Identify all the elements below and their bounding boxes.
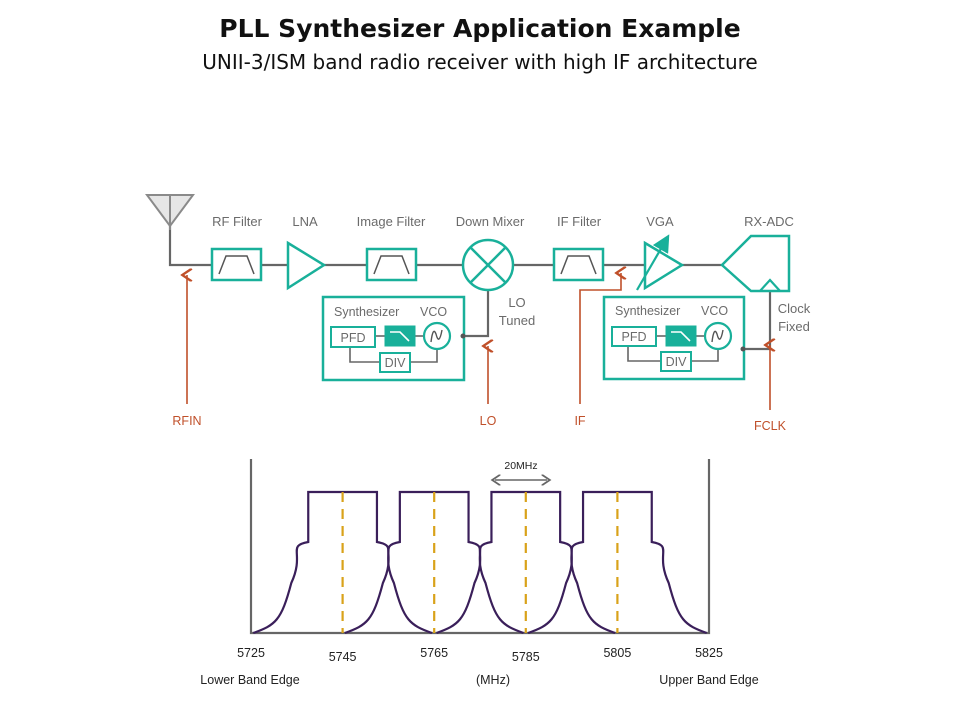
down-mixer-label: Down Mixer <box>456 214 525 229</box>
page-title: PLL Synthesizer Application Example <box>219 14 741 43</box>
lower-band-edge-label: Lower Band Edge <box>200 673 299 687</box>
channel-width-label: 20MHz <box>504 460 537 472</box>
synthesizer-clock: Synthesizer VCO PFD DIV <box>602 295 746 381</box>
x-tick-label: 5805 <box>603 646 631 660</box>
adc-icon <box>720 234 791 293</box>
x-tick-label: 5825 <box>695 646 723 660</box>
variable-gain-amplifier-icon <box>643 240 685 291</box>
upper-band-edge-label: Upper Band Edge <box>659 673 758 687</box>
synthesizer-label: Synthesizer <box>334 305 399 319</box>
amplifier-icon <box>286 240 327 291</box>
signal-pointers <box>187 273 770 410</box>
clock-input-icon <box>759 278 781 292</box>
div-label: DIV <box>666 355 688 369</box>
vco-label: VCO <box>701 304 728 318</box>
chart-axes <box>249 459 711 635</box>
div-label: DIV <box>385 356 407 370</box>
lowpass-filter-icon <box>390 331 410 342</box>
lo-tuned-label-line2: Tuned <box>499 313 535 328</box>
rf-filter-block <box>210 247 263 282</box>
bandpass-filter-icon <box>373 255 410 275</box>
pfd-label: PFD <box>622 330 647 344</box>
lo-tuned-label-line1: LO <box>508 295 525 310</box>
vga-label: VGA <box>646 214 674 229</box>
mixer-icon <box>469 246 507 284</box>
loop-filter-block <box>665 325 697 347</box>
if-filter-block <box>552 247 605 282</box>
synthesizer-label: Synthesizer <box>615 304 680 318</box>
if-label: IF <box>574 414 585 428</box>
x-axis-label: (MHz) <box>476 673 510 687</box>
bandpass-filter-icon <box>560 255 597 275</box>
vga-block <box>636 234 685 291</box>
lna-label: LNA <box>292 214 318 229</box>
fclk-label: FCLK <box>754 419 787 433</box>
rx-adc-label: RX-ADC <box>744 214 794 229</box>
bandpass-filter-icon <box>218 255 255 275</box>
x-tick-label: 5765 <box>420 646 448 660</box>
rf-filter-label: RF Filter <box>212 214 263 229</box>
x-tick-label: 5745 <box>329 650 357 664</box>
lna-block <box>286 240 327 291</box>
antenna-icon <box>145 194 195 230</box>
loop-filter-block <box>384 325 416 347</box>
clock-fixed-label-line2: Fixed <box>778 319 810 334</box>
synthesizer-lo: Synthesizer VCO PFD DIV <box>321 295 466 382</box>
image-filter-label: Image Filter <box>357 214 426 229</box>
lo-label: LO <box>480 414 497 428</box>
if-pointer-arrow <box>579 273 621 404</box>
signal-wires <box>168 219 772 351</box>
rfin-label: RFIN <box>172 414 201 428</box>
clock-fixed-label-line1: Clock <box>778 301 811 316</box>
if-filter-label: IF Filter <box>557 214 602 229</box>
x-tick-label: 5785 <box>512 650 540 664</box>
page-subtitle: UNII-3/ISM band radio receiver with high… <box>202 50 758 74</box>
lowpass-filter-icon <box>671 331 691 342</box>
channel-spectrum-chart: 5725 5745 5765 5785 5805 5825 20MHz Lower Ban… <box>200 459 759 687</box>
rx-adc-block <box>720 234 791 293</box>
image-filter-block <box>365 247 418 282</box>
pfd-label: PFD <box>341 331 366 345</box>
vco-label: VCO <box>420 305 447 319</box>
x-tick-label: 5725 <box>237 646 265 660</box>
down-mixer-block <box>461 238 515 292</box>
